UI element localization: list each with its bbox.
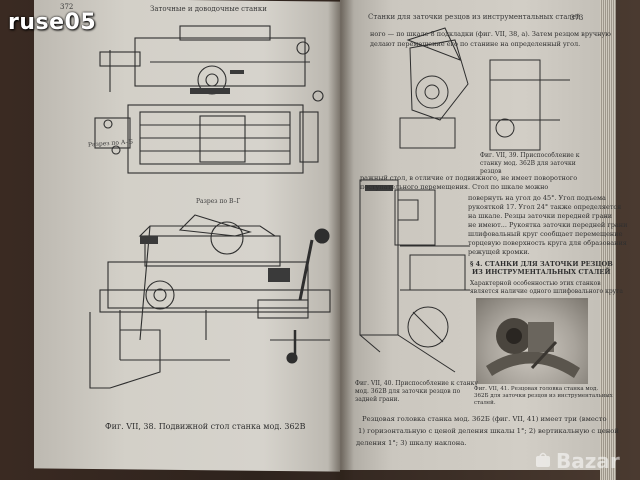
caption-left-line: задней грани. (355, 396, 400, 403)
right-top-text-line: делают перемещение его по станине на опр… (370, 40, 581, 48)
right-page (340, 0, 602, 470)
side-caption-line: Фиг. VII, 39. Приспособление к (480, 152, 580, 159)
right-mid-text-line: ражный стол, в отличие от подвижного, не… (360, 174, 578, 182)
section-title: ИЗ ИНСТРУМЕНТАЛЬНЫХ СТАЛЕЙ (472, 268, 611, 276)
section-title: § 4. СТАНКИ ДЛЯ ЗАТОЧКИ РЕЗЦОВ (470, 260, 613, 268)
watermark-logo: ruse05 (8, 10, 97, 35)
bottom-text-line: деления 1°; 3) шкалу наклона. (356, 439, 467, 447)
page-edges (600, 0, 616, 480)
watermark-bazar: Bazar (556, 449, 620, 473)
right-page-header: Станки для заточки резцов из инструмента… (368, 13, 581, 21)
right-mid-text-line: не имеют... Рукоятка заточки передней гр… (468, 221, 628, 229)
right-mid-text-line: рукояткой 17. Угол 24° также определяетс… (468, 203, 622, 211)
section-text-line: является наличие одного шлифовального кр… (470, 288, 623, 295)
right-mid-text-line: поступательного перемещения. Стол по шка… (360, 183, 549, 191)
figure-label-section-vg: Разрез по В–Г (196, 198, 241, 205)
caption-left-line: мод. 362В для заточки резцов по (355, 388, 461, 395)
caption-right-line: Фиг. VII, 41. Резцовая головка станка мо… (474, 386, 599, 392)
right-mid-text-line: торцевую поверхность круга для образован… (468, 239, 627, 247)
right-top-text-line: ного — по шкале 8 подкладки (фиг. VII, 3… (370, 30, 611, 38)
right-mid-text-line: повернуть на угол до 45°. Угол подъема (468, 194, 606, 202)
caption-left-line: Фиг. VII, 40. Приспособление к станку (355, 380, 478, 387)
side-caption-line: резцов (480, 168, 502, 175)
photograph-cutter-head (476, 298, 588, 384)
right-page-number: 373 (570, 14, 584, 22)
bottom-text-line: 1) горизонтальную с ценой деления шкалы … (358, 427, 619, 435)
caption-right-line: 362Б для заточки резцов из инструменталь… (474, 393, 613, 399)
right-mid-text-line: режущей кромки. (468, 248, 530, 256)
left-page-header: Заточные и доводочные станки (150, 5, 267, 13)
left-figure-caption: Фиг. VII, 38. Подвижной стол станка мод.… (105, 422, 306, 431)
book-gutter (328, 0, 354, 480)
caption-right-line: сталей. (474, 400, 496, 406)
side-caption-line: станку мод. 362В для заточки (480, 160, 576, 167)
right-mid-text-line: на шкале. Резцы заточки передней грани (468, 212, 613, 220)
section-text-line: Характерной особенностью этих станков (470, 280, 601, 287)
left-page-number: 372 (60, 3, 74, 11)
right-mid-text-line: шлифовальный круг сообщает перемещение (468, 230, 623, 238)
bottom-text-line: Резцовая головка станка мод. 362Б (фиг. … (362, 415, 607, 423)
bazar-logo-icon (536, 452, 550, 467)
